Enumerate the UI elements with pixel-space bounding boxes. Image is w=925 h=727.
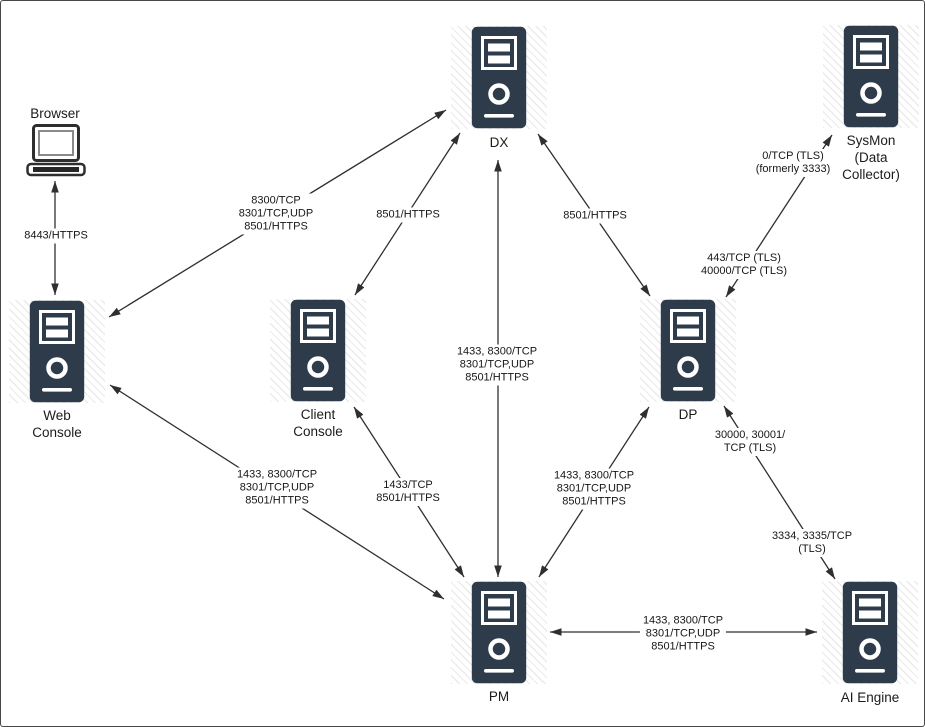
- node-label-line: Collector): [842, 167, 900, 182]
- node-label-line: DP: [678, 407, 698, 422]
- node-label-pm: PM: [489, 688, 509, 705]
- node-label-browser: Browser: [30, 105, 80, 122]
- connector-label-line: 8501/HTTPS: [563, 209, 627, 222]
- connector-label-line: 8501/HTTPS: [562, 495, 626, 508]
- node-label-line: Console: [32, 425, 82, 440]
- server-icon: [843, 25, 899, 128]
- connector-label-client-console-dx: 8501/HTTPS: [373, 207, 443, 223]
- connector-label-line: TCP (TLS): [723, 442, 777, 454]
- server-icon: [842, 581, 898, 684]
- node-label-line: Client: [300, 407, 336, 422]
- laptop-icon: [26, 124, 86, 177]
- node-label-line: AI Engine: [840, 690, 900, 705]
- server-icon: [660, 299, 716, 402]
- connector-label-browser-web-console: 8443/HTTPS: [21, 228, 91, 244]
- connector-label-line: 1433, 8300/TCP: [553, 469, 635, 482]
- node-label-dp: DP: [679, 406, 698, 423]
- connector-label-line: 8301/TCP,UDP: [239, 481, 315, 494]
- node-label-line: Browser: [30, 106, 80, 121]
- connector-label-line: 1433, 8300/TCP: [456, 345, 538, 358]
- node-label-line: SysMon: [846, 133, 896, 148]
- connector-label-line: 8301/TCP,UDP: [238, 207, 314, 220]
- connector-label-line: 30000, 30001/: [714, 429, 786, 441]
- connector-label-line: 8501/HTTPS: [651, 640, 715, 653]
- connector-label-line: 3334, 3335/TCP: [771, 530, 853, 542]
- connector-label-dx-dp: 8501/HTTPS: [560, 208, 630, 224]
- connector-label-dp-ai-engine-1: 30000, 30001/TCP (TLS): [711, 428, 789, 456]
- connector-label-line: 8443/HTTPS: [24, 229, 88, 242]
- node-label-line: DX: [489, 135, 509, 150]
- connector-label-dp-ai-engine-2: 3334, 3335/TCP(TLS): [768, 529, 856, 557]
- node-label-dx: DX: [490, 134, 509, 151]
- server-icon: [471, 26, 527, 129]
- connector-label-dp-sysmon-1: 0/TCP (TLS)(formerly 3333): [752, 149, 834, 177]
- connector-label-line: 0/TCP (TLS): [762, 150, 824, 162]
- node-label-line: (Data: [854, 150, 888, 165]
- server-icon: [290, 299, 346, 402]
- server-icon: [471, 581, 527, 684]
- server-icon: [29, 300, 85, 403]
- connector-label-line: 8501/HTTPS: [376, 492, 440, 504]
- connector-label-line: 8300/TCP: [251, 194, 301, 207]
- node-label-line: Console: [293, 424, 343, 439]
- connector-label-line: (TLS): [798, 543, 826, 555]
- connector-label-line: 443/TCP (TLS): [707, 252, 781, 264]
- connector-label-line: (formerly 3333): [755, 163, 831, 175]
- connector-label-line: 1433/TCP: [383, 479, 433, 491]
- node-label-line: PM: [488, 689, 510, 704]
- node-label-line: Web: [43, 408, 71, 423]
- connector-label-line: 1433, 8300/TCP: [236, 468, 318, 481]
- connector-label-line: 8301/TCP,UDP: [556, 482, 632, 495]
- connector-label-line: 40000/TCP (TLS): [700, 265, 788, 277]
- connector-label-line: 8501/HTTPS: [245, 494, 309, 507]
- connector-label-dp-sysmon-2: 443/TCP (TLS)40000/TCP (TLS): [697, 251, 791, 279]
- connector-label-line: 8501/HTTPS: [465, 371, 529, 384]
- connector-label-line: 8501/HTTPS: [244, 220, 308, 233]
- connector-label-line: 8501/HTTPS: [376, 208, 440, 221]
- connector-label-line: 8301/TCP,UDP: [645, 627, 721, 640]
- node-label-ai-engine: AI Engine: [841, 689, 900, 706]
- connector-label-line: 1433, 8300/TCP: [642, 614, 724, 627]
- connector-label-line: 8301/TCP,UDP: [459, 358, 535, 371]
